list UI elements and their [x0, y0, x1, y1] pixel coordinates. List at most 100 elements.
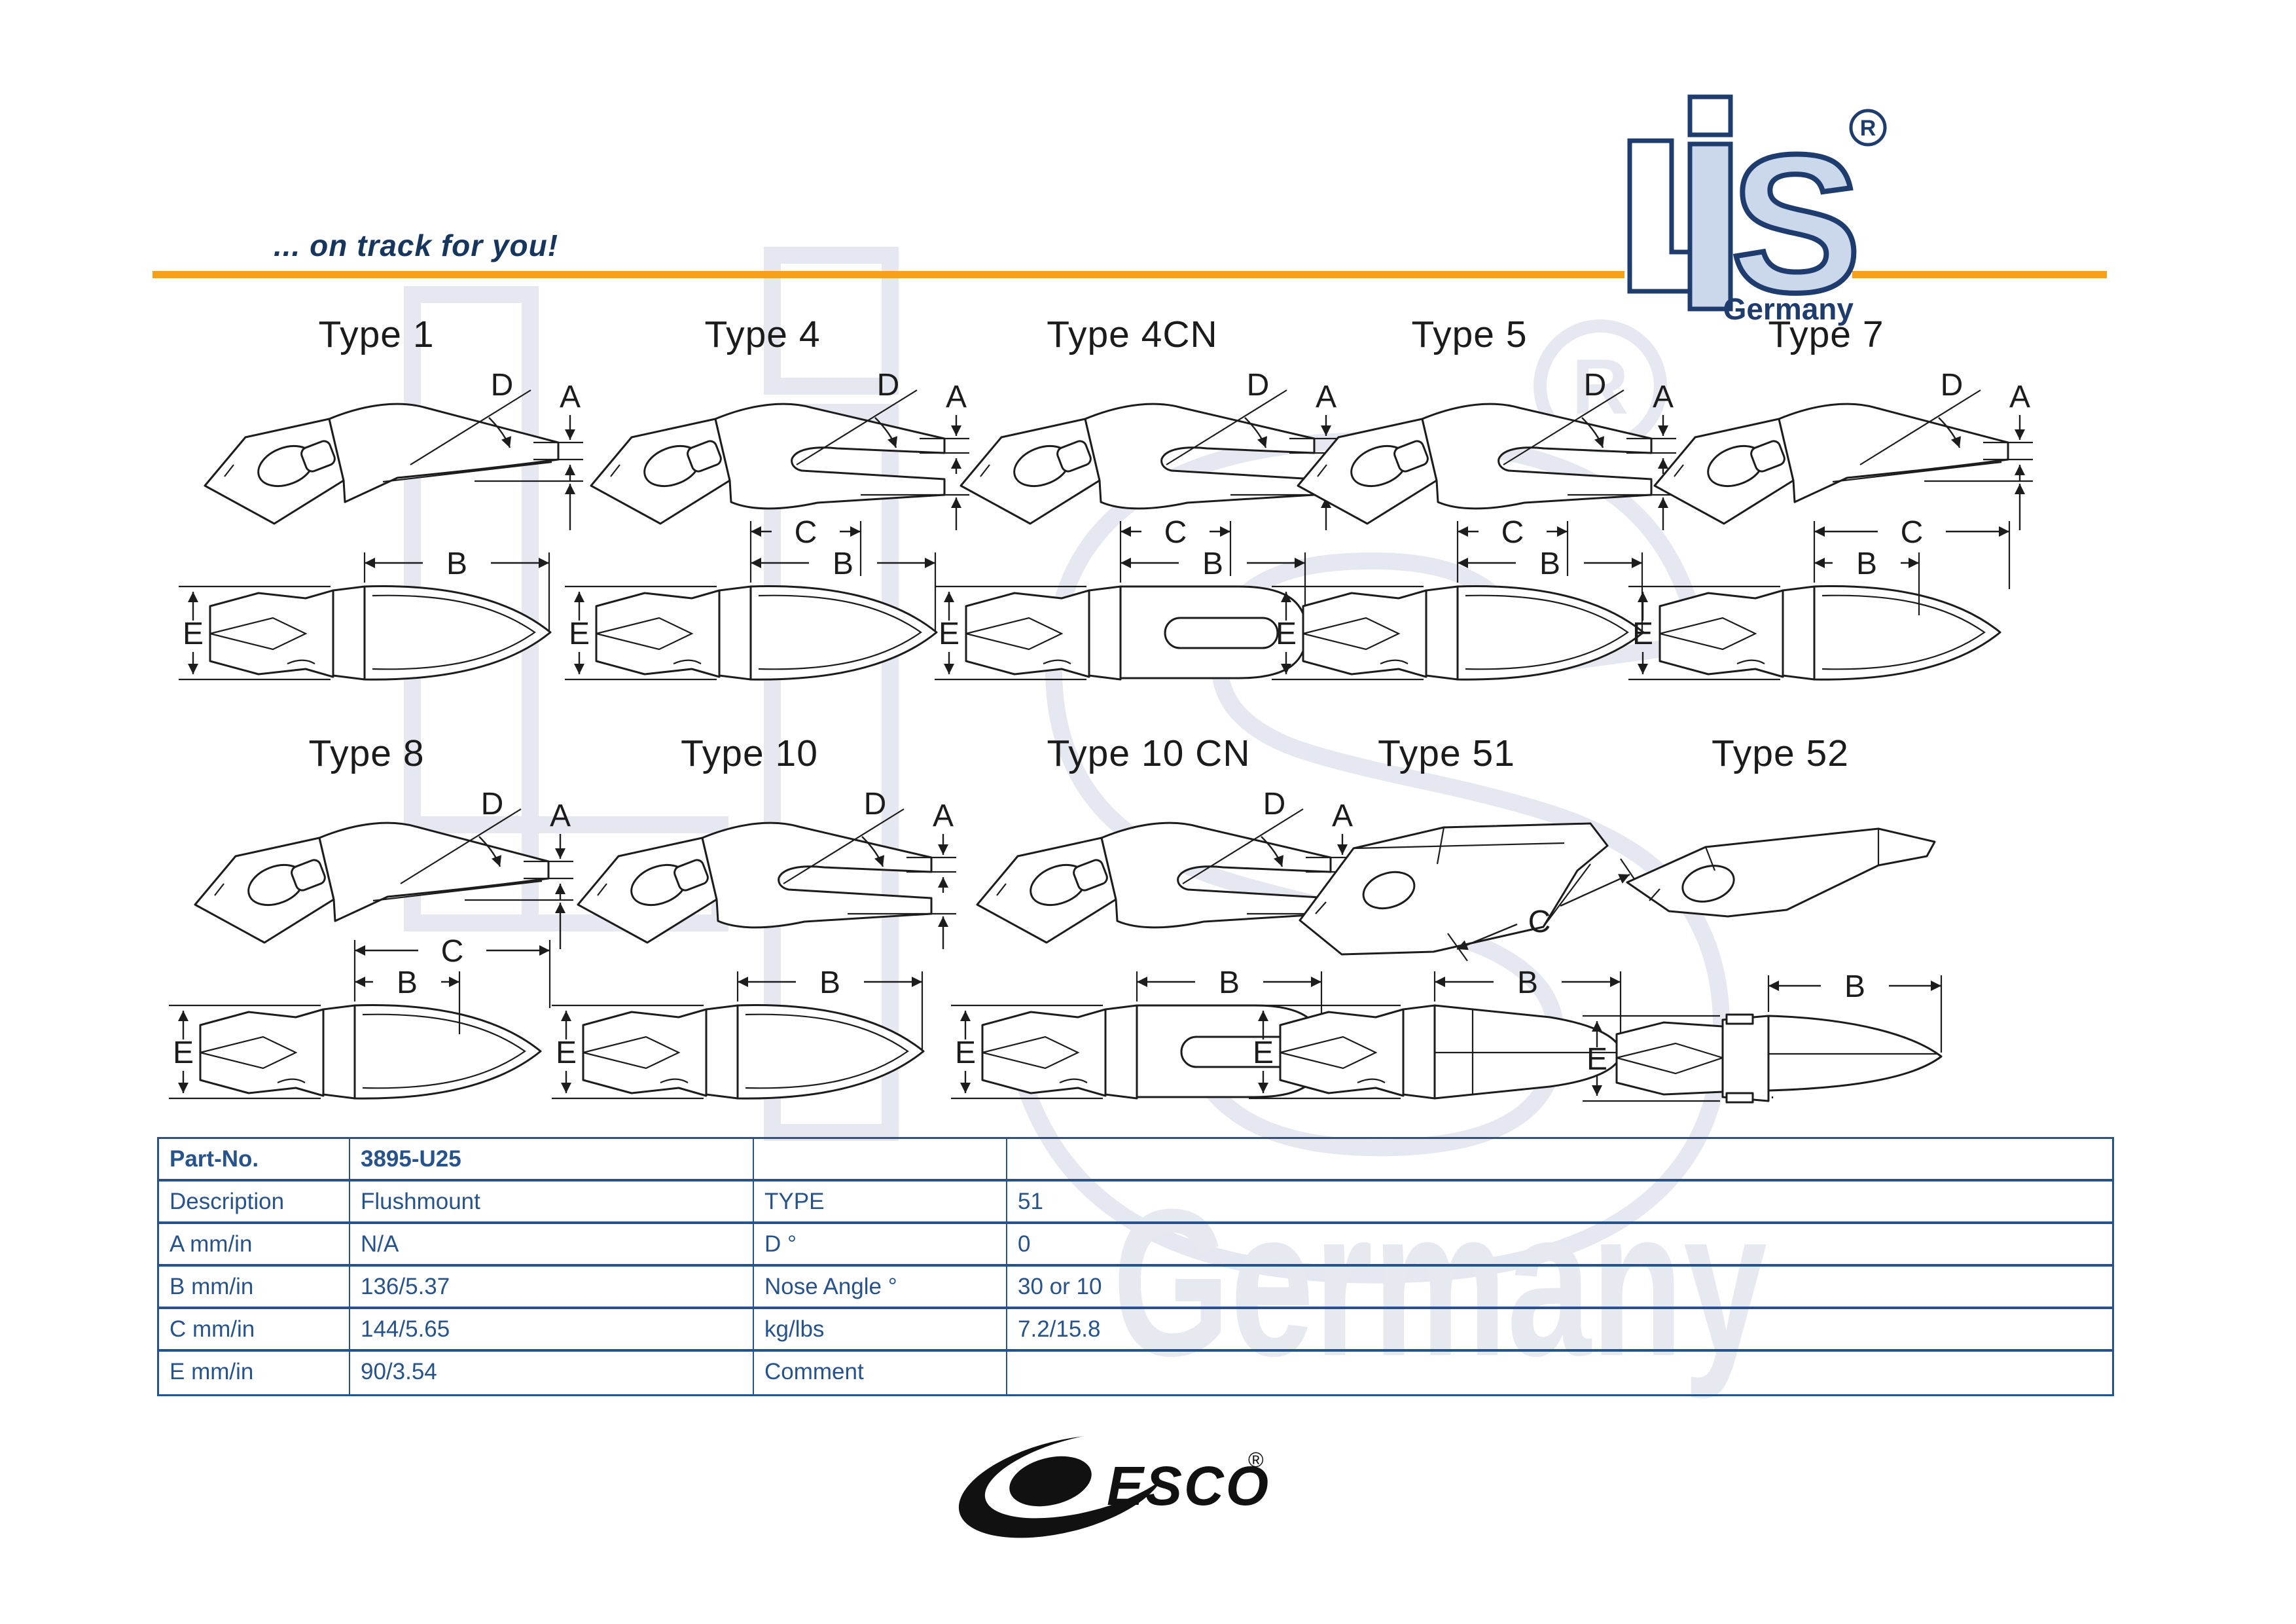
- svg-text:E: E: [183, 617, 204, 651]
- table-cell-r1c1: Part-No.: [159, 1139, 350, 1182]
- top-view: BE: [179, 547, 552, 681]
- top-view: BE: [1583, 969, 1943, 1104]
- svg-text:A: A: [560, 380, 581, 414]
- svg-text:B: B: [1202, 547, 1223, 581]
- svg-text:D: D: [481, 787, 504, 821]
- side-view: [1626, 827, 1936, 918]
- svg-text:E: E: [173, 1036, 194, 1070]
- svg-text:D: D: [864, 787, 887, 821]
- type-title-type-10: Type 10: [681, 732, 818, 774]
- table-cell-r3c4: 0: [1007, 1224, 2112, 1267]
- table-cell-r1c2: 3895-U25: [350, 1139, 754, 1182]
- svg-text:E: E: [1276, 617, 1297, 651]
- logo-country: Germany: [1723, 292, 1854, 326]
- svg-text:E: E: [955, 1036, 976, 1070]
- top-view: BCE: [1628, 515, 2011, 681]
- type-title-type-1: Type 1: [318, 314, 435, 355]
- svg-text:D: D: [1263, 787, 1286, 821]
- registered-mark-r: R: [1860, 116, 1876, 141]
- table-cell-r3c1: A mm/in: [159, 1224, 350, 1267]
- esco-registered: ®: [1248, 1448, 1264, 1471]
- table-cell-r3c2: N/A: [350, 1224, 754, 1267]
- lis-germany-logo: S R Germany: [1624, 92, 1887, 327]
- table-cell-r4c2: 136/5.37: [350, 1267, 754, 1309]
- top-view: BE: [951, 965, 1324, 1100]
- table-cell-r1c3: [754, 1139, 1007, 1182]
- logo-letter-i-dot: [1687, 94, 1733, 137]
- svg-text:C: C: [1901, 515, 1924, 550]
- type-title-type-8: Type 8: [308, 732, 425, 774]
- svg-text:E: E: [1632, 617, 1653, 651]
- type-title-type-51: Type 51: [1378, 732, 1515, 774]
- svg-text:C: C: [1528, 905, 1551, 939]
- svg-text:B: B: [397, 965, 418, 1000]
- svg-text:E: E: [569, 617, 590, 651]
- table-cell-r3c3: D °: [754, 1224, 1007, 1267]
- table-cell-r5c3: kg/lbs: [754, 1309, 1007, 1352]
- top-view: BC E: [1272, 515, 1645, 681]
- esco-wordmark: ESCO: [1107, 1455, 1270, 1517]
- table-cell-r5c4: 7.2/15.8: [1007, 1309, 2112, 1352]
- top-view: BE: [1249, 965, 1622, 1100]
- table-cell-r2c4: 51: [1007, 1182, 2112, 1224]
- top-view: BC E: [935, 515, 1308, 681]
- svg-text:B: B: [446, 547, 467, 581]
- table-cell-r2c2: Flushmount: [350, 1182, 754, 1224]
- svg-text:A: A: [1332, 799, 1353, 833]
- svg-text:C: C: [1501, 515, 1524, 550]
- top-view: BE: [552, 965, 925, 1100]
- technical-drawing-type-52: BE: [1583, 827, 1943, 1104]
- table-cell-r5c2: 144/5.65: [350, 1309, 754, 1352]
- svg-text:C: C: [795, 515, 817, 550]
- type-title-type-10-cn: Type 10 CN: [1047, 732, 1251, 774]
- logo-letter-i-stem: [1687, 141, 1733, 312]
- type-title-type-52: Type 52: [1712, 732, 1849, 774]
- svg-text:E: E: [1253, 1036, 1274, 1070]
- svg-text:A: A: [2009, 380, 2030, 414]
- top-view: BC E: [565, 515, 938, 681]
- svg-text:E: E: [556, 1036, 577, 1070]
- table-cell-r2c1: Description: [159, 1182, 350, 1224]
- svg-text:B: B: [1517, 965, 1538, 1000]
- table-cell-r2c3: TYPE: [754, 1182, 1007, 1224]
- table-cell-r4c3: Nose Angle °: [754, 1267, 1007, 1309]
- svg-text:D: D: [1941, 368, 1964, 403]
- technical-drawing-type-5: D A BC E: [1272, 368, 1676, 681]
- svg-text:A: A: [1653, 380, 1674, 414]
- svg-text:C: C: [1164, 515, 1187, 550]
- table-cell-r4c1: B mm/in: [159, 1267, 350, 1309]
- table-cell-r1c4: [1007, 1139, 2112, 1182]
- table-cell-r6c4: [1007, 1352, 2112, 1394]
- svg-text:B: B: [1539, 547, 1560, 581]
- svg-text:D: D: [491, 368, 514, 403]
- type-title-type-4: Type 4: [704, 314, 821, 355]
- svg-text:D: D: [877, 368, 900, 403]
- svg-text:B: B: [1844, 969, 1865, 1004]
- svg-text:C: C: [441, 934, 464, 969]
- type-title-type-5: Type 5: [1411, 314, 1528, 355]
- accent-rule: [152, 271, 2107, 278]
- table-cell-r5c1: C mm/in: [159, 1309, 350, 1352]
- svg-text:D: D: [1584, 368, 1607, 403]
- svg-text:B: B: [833, 547, 853, 581]
- svg-text:E: E: [1587, 1042, 1607, 1077]
- table-cell-r4c4: 30 or 10: [1007, 1267, 2112, 1309]
- top-view: BC E: [169, 934, 551, 1100]
- side-view: C: [1299, 822, 1641, 962]
- registered-mark-circle: [1849, 109, 1887, 147]
- svg-text:B: B: [819, 965, 840, 1000]
- esco-logo: ESCO ®: [958, 1431, 1270, 1538]
